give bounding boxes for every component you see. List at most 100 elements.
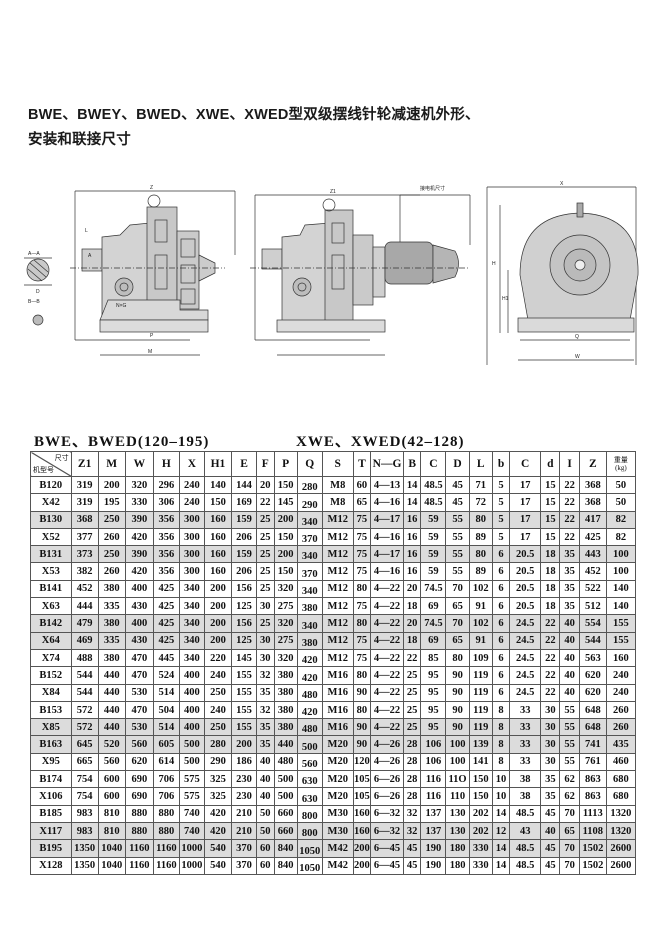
value-cell: 90: [445, 718, 470, 737]
value-cell: 600: [97, 770, 126, 789]
value-cell: 300: [178, 510, 205, 529]
value-cell: 275: [273, 631, 298, 650]
value-cell: 200: [203, 579, 233, 599]
value-cell: M20: [321, 752, 354, 772]
value-cell: 28: [402, 735, 422, 754]
value-cell: 32: [256, 666, 275, 685]
value-cell: 156: [230, 579, 258, 599]
value-cell: 140: [605, 579, 637, 599]
column-header: Q: [296, 451, 323, 477]
column-header: T: [352, 451, 372, 477]
value-cell: 33: [509, 718, 542, 737]
value-cell: 340: [296, 545, 323, 564]
value-cell: 6: [491, 579, 511, 599]
value-cell: 544: [578, 631, 607, 650]
value-cell: 435: [605, 735, 637, 754]
section-aa-drawing: [24, 257, 52, 326]
value-cell: M16: [321, 683, 354, 702]
value-cell: 319: [70, 493, 99, 512]
value-cell: 400: [178, 718, 205, 737]
value-cell: 48.5: [509, 804, 542, 823]
value-cell: 4—13: [370, 475, 404, 495]
value-cell: 6—32: [370, 804, 404, 823]
value-cell: 335: [97, 597, 126, 616]
value-cell: 740: [178, 804, 205, 823]
value-cell: 8: [491, 700, 511, 720]
value-cell: 40: [559, 631, 580, 650]
value-cell: 116: [420, 770, 447, 789]
value-cell: 20.5: [509, 579, 542, 599]
value-cell: 761: [578, 752, 607, 772]
value-cell: 500: [178, 735, 205, 754]
value-cell: 140: [203, 475, 233, 495]
value-cell: 4—26: [370, 752, 404, 772]
value-cell: 400: [178, 666, 205, 685]
value-cell: 40: [256, 770, 275, 789]
value-cell: 754: [70, 787, 99, 806]
value-cell: 59: [420, 562, 447, 581]
value-cell: 35: [559, 579, 580, 599]
value-cell: 80: [468, 545, 493, 564]
value-cell: 24.5: [509, 648, 542, 668]
value-cell: 1350: [70, 839, 99, 858]
value-cell: 82: [605, 510, 637, 529]
value-cell: 540: [203, 856, 233, 875]
value-cell: 65: [559, 821, 580, 841]
value-cell: 280: [296, 475, 323, 495]
value-cell: 38: [509, 787, 542, 806]
value-cell: 55: [559, 735, 580, 754]
value-cell: 106: [420, 752, 447, 772]
value-cell: M8: [321, 475, 354, 495]
value-cell: 479: [70, 614, 99, 633]
value-cell: 59: [420, 527, 447, 547]
value-cell: 33: [509, 700, 542, 720]
value-cell: 60: [256, 856, 275, 875]
value-cell: 452: [70, 579, 99, 599]
value-cell: 504: [152, 700, 180, 720]
value-cell: 25: [256, 545, 275, 564]
value-cell: 24.5: [509, 614, 542, 633]
value-cell: 380: [97, 648, 126, 668]
value-cell: 512: [578, 597, 607, 616]
side-view-drawing: [486, 186, 639, 365]
model-cell: B163: [30, 735, 72, 754]
value-cell: M12: [321, 648, 354, 668]
bwe-reducer-drawing: [70, 190, 236, 356]
value-cell: 15: [540, 493, 561, 512]
value-cell: 480: [296, 718, 323, 737]
value-cell: 380: [273, 666, 298, 685]
value-cell: 28: [402, 770, 422, 789]
value-cell: 30: [256, 631, 275, 650]
value-cell: 4—22: [370, 614, 404, 633]
value-cell: 4—16: [370, 493, 404, 512]
value-cell: 382: [70, 562, 99, 581]
value-cell: 100: [445, 735, 470, 754]
value-cell: 690: [124, 770, 154, 789]
value-cell: 1502: [578, 839, 607, 858]
value-cell: 16: [402, 545, 422, 564]
value-cell: 4—17: [370, 510, 404, 529]
value-cell: 400: [178, 700, 205, 720]
value-cell: M12: [321, 545, 354, 564]
value-cell: M30: [321, 821, 354, 841]
value-cell: 260: [97, 527, 126, 547]
value-cell: 554: [578, 614, 607, 633]
value-cell: 20: [256, 475, 275, 495]
value-cell: 840: [273, 839, 298, 858]
section-aa-label: A—A: [28, 251, 40, 257]
value-cell: 140: [605, 597, 637, 616]
value-cell: 430: [124, 597, 154, 616]
value-cell: 480: [273, 752, 298, 772]
value-cell: 145: [273, 493, 298, 512]
value-cell: 4—22: [370, 718, 404, 737]
value-cell: 24.5: [509, 666, 542, 685]
value-cell: 22: [559, 475, 580, 495]
model-cell: X64: [30, 631, 72, 650]
value-cell: 356: [152, 527, 180, 547]
value-cell: 356: [152, 562, 180, 581]
value-cell: 75: [352, 527, 372, 547]
value-cell: 45: [445, 493, 470, 512]
